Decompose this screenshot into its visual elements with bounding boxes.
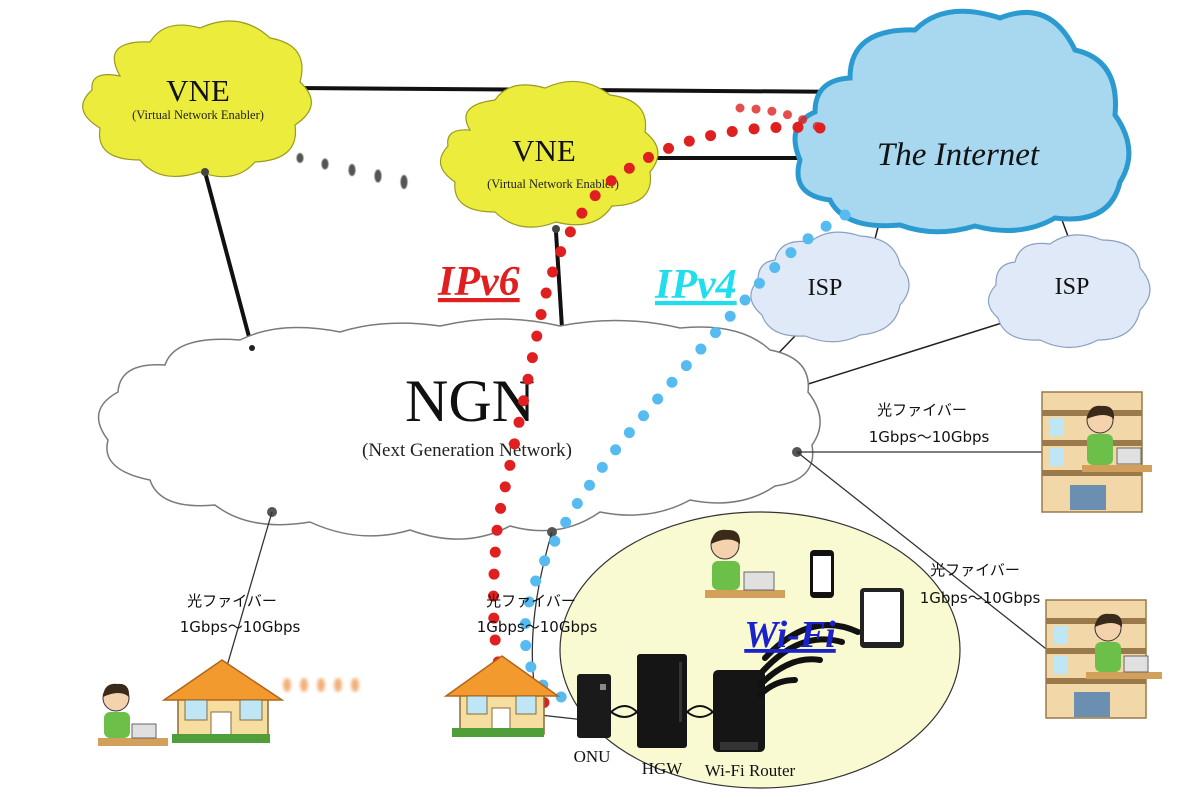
wifi-router-label: Wi-Fi Router xyxy=(705,761,796,780)
smartphone-icon xyxy=(810,550,834,598)
fiber-line-house-left xyxy=(219,511,273,691)
house-left-icon xyxy=(161,659,285,743)
link-isp-right-ngn xyxy=(804,321,1006,386)
ipv6-label: IPv6 xyxy=(437,259,520,305)
person-house-left-icon xyxy=(98,683,168,746)
hgw-device-icon xyxy=(637,654,687,748)
ngn-subtitle: (Next Generation Network) xyxy=(362,440,572,461)
person-home-icon xyxy=(705,529,785,598)
wifi-router-device-icon xyxy=(713,670,765,752)
link-vne-left-ngn xyxy=(203,171,254,349)
internet-cloud xyxy=(792,8,1132,235)
isp-right-cloud xyxy=(987,234,1151,349)
vne-left-cloud xyxy=(82,20,312,178)
fiber-label-apartment-bottom-1: 光ファイバー xyxy=(930,561,1020,579)
onu-device-icon xyxy=(577,674,611,738)
fiber-label-apartment-bottom-2: 1Gbps～10Gbps xyxy=(920,589,1041,607)
house-center-icon xyxy=(443,655,561,737)
houses-ellipsis xyxy=(283,678,359,692)
apartment-top-icon xyxy=(1041,391,1152,513)
wifi-label: Wi-Fi xyxy=(744,614,836,656)
ipv6-route-tail xyxy=(735,103,825,133)
vne-center-cloud xyxy=(439,80,659,233)
onu-label: ONU xyxy=(574,747,611,766)
fiber-label-house-center-2: 1Gbps～10Gbps xyxy=(477,618,598,636)
vne-center-title: VNE xyxy=(512,133,576,168)
isp-left-cloud xyxy=(750,231,910,343)
isp-left-label: ISP xyxy=(808,275,843,301)
ipv4-route xyxy=(519,209,851,706)
wifi-signal-icon xyxy=(757,622,861,698)
vne-ellipsis xyxy=(296,153,408,189)
fiber-line-apartment-bottom xyxy=(796,451,1051,653)
hgw-label: HGW xyxy=(642,759,684,778)
fiber-label-house-left-1: 光ファイバー xyxy=(187,592,277,610)
ipv4-label: IPv4 xyxy=(654,262,737,308)
fiber-label-apartment-top-1: 光ファイバー xyxy=(877,401,967,419)
vne-left-subtitle: (Virtual Network Enabler) xyxy=(132,108,264,122)
vne-left-title: VNE xyxy=(166,73,230,108)
ngn-title: NGN xyxy=(405,368,535,434)
apartment-bottom-icon xyxy=(1045,599,1162,719)
vne-center-subtitle: (Virtual Network Enabler) xyxy=(487,177,619,191)
fiber-label-apartment-top-2: 1Gbps～10Gbps xyxy=(869,428,990,446)
tablet-icon xyxy=(860,588,904,648)
fiber-label-house-center-1: 光ファイバー xyxy=(486,592,576,610)
fiber-label-house-left-2: 1Gbps～10Gbps xyxy=(180,618,301,636)
isp-right-label: ISP xyxy=(1055,274,1090,300)
internet-label: The Internet xyxy=(877,137,1040,173)
